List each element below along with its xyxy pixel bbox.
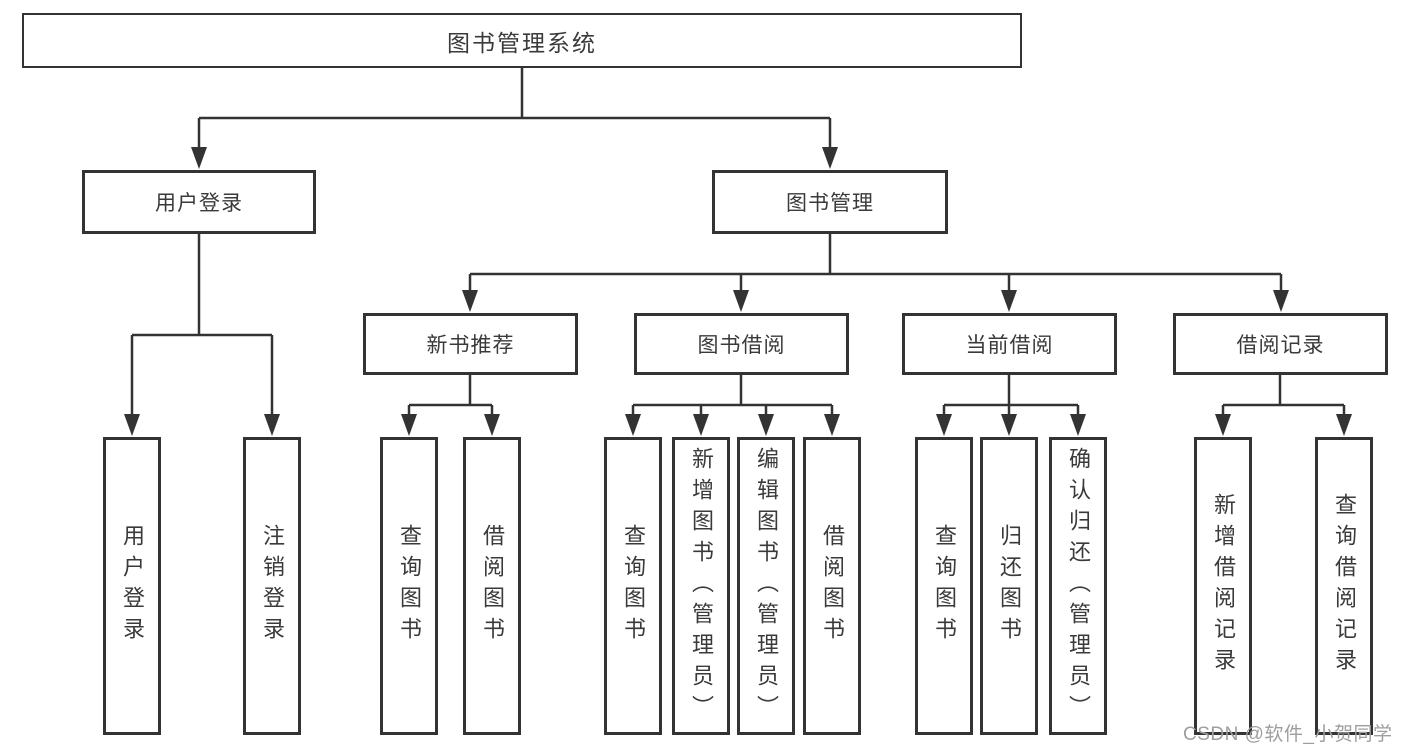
node-label: 注销登录 (260, 524, 285, 648)
node-label: 当前借阅 (965, 334, 1054, 357)
leaf-query-books-current: 查询图书 (915, 437, 973, 735)
arrowheads (124, 147, 1352, 436)
leaf-logout-login: 注销登录 (243, 437, 301, 735)
node-label: 查询图书 (932, 524, 957, 648)
node-book-borrowing: 图书借阅 (634, 313, 849, 375)
leaf-add-books-admin: 新增图书（管理员） (672, 437, 730, 735)
leaf-borrow-books-recommend: 借阅图书 (463, 437, 521, 735)
node-label: 图书管理 (786, 192, 874, 215)
leaf-edit-books-admin: 编辑图书（管理员） (737, 437, 795, 735)
leaf-query-borrow-record: 查询借阅记录 (1315, 437, 1373, 735)
leaf-return-books: 归还图书 (980, 437, 1038, 735)
node-label: 新书推荐 (426, 334, 515, 357)
leaf-borrow-books-borrowing: 借阅图书 (803, 437, 861, 735)
node-label: 查询借阅记录 (1332, 493, 1357, 679)
node-label: 新增图书（管理员） (689, 446, 714, 726)
leaf-user-login: 用户登录 (103, 437, 161, 735)
node-label: 编辑图书（管理员） (754, 446, 779, 726)
node-label: 用户登录 (155, 192, 243, 215)
node-label: 查询图书 (397, 524, 422, 648)
node-current-borrowing: 当前借阅 (902, 313, 1117, 375)
leaf-confirm-return-admin: 确认归还（管理员） (1049, 437, 1107, 735)
node-label: 用户登录 (120, 524, 145, 648)
node-new-book-recommendation: 新书推荐 (363, 313, 578, 375)
node-label: 借阅图书 (820, 524, 845, 648)
node-label: 借阅图书 (480, 524, 505, 648)
node-label: 新增借阅记录 (1211, 493, 1236, 679)
csdn-watermark: CSDN @软件_小贺同学 (1183, 724, 1393, 745)
node-library-management-system: 图书管理系统 (22, 13, 1022, 68)
node-book-management: 图书管理 (712, 170, 948, 234)
node-borrowing-records: 借阅记录 (1173, 313, 1388, 375)
leaf-add-borrow-record: 新增借阅记录 (1194, 437, 1252, 735)
node-label: 查询图书 (621, 524, 646, 648)
leaf-query-books-borrowing: 查询图书 (604, 437, 662, 735)
node-label: 归还图书 (997, 524, 1022, 648)
node-user-login: 用户登录 (82, 170, 316, 234)
node-label: 图书借阅 (697, 334, 786, 357)
node-label: 确认归还（管理员） (1066, 446, 1091, 726)
node-label: 借阅记录 (1236, 334, 1325, 357)
node-label: 图书管理系统 (447, 29, 597, 56)
leaf-query-books-recommend: 查询图书 (380, 437, 438, 735)
